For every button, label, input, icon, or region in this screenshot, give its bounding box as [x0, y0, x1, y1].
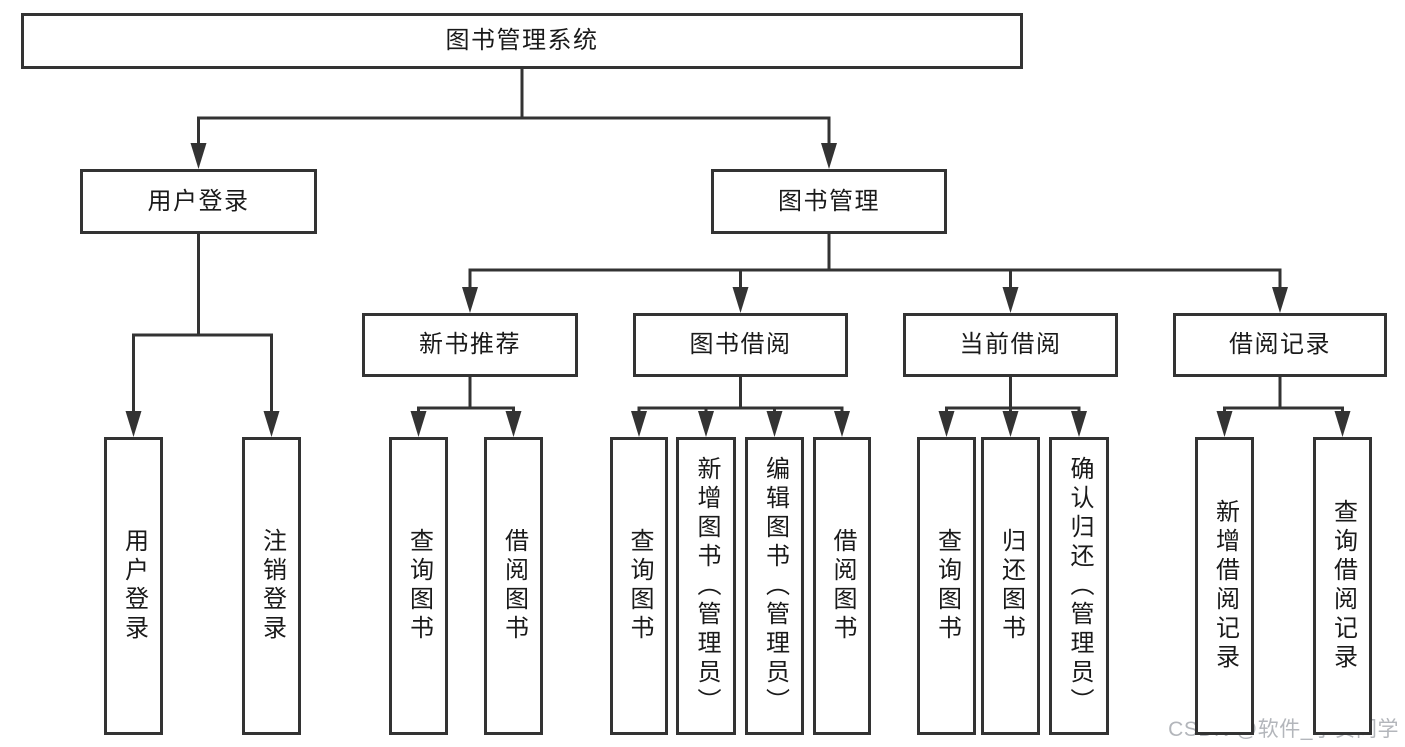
- arrowhead-icon: [505, 411, 522, 437]
- node-cb-return-book: 归还图书: [981, 437, 1040, 735]
- arrowhead-icon: [938, 411, 955, 437]
- node-label: 新书推荐: [419, 331, 521, 358]
- arrowhead-icon: [410, 411, 427, 437]
- node-label: 用户登录: [147, 187, 250, 215]
- node-label: 借阅图书: [500, 528, 528, 644]
- node-label: 借阅图书: [829, 528, 856, 644]
- node-label: 当前借阅: [959, 331, 1062, 358]
- node-label: 查询借阅记录: [1329, 499, 1357, 673]
- node-label: 注销登录: [258, 528, 286, 644]
- arrowhead-icon: [190, 143, 207, 169]
- arrowhead-icon: [1071, 411, 1087, 437]
- arrowhead-icon: [462, 287, 478, 313]
- node-label: 新增借阅记录: [1211, 499, 1239, 673]
- node-label: 用户登录: [120, 528, 148, 644]
- arrowhead-icon: [1216, 411, 1233, 437]
- arrowhead-icon: [263, 411, 280, 437]
- arrowhead-icon: [698, 411, 714, 437]
- arrowhead-icon: [766, 411, 783, 437]
- node-rec-borrow-book: 借阅图书: [484, 437, 543, 735]
- node-login: 用户登录: [104, 437, 163, 735]
- node-borrow-records: 借阅记录: [1173, 313, 1387, 377]
- node-label: 归还图书: [997, 528, 1025, 644]
- arrowhead-icon: [1002, 411, 1019, 437]
- node-label: 确认归还（管理员）: [1066, 455, 1093, 717]
- node-label: 图书借阅: [689, 331, 792, 358]
- node-book-borrow: 图书借阅: [633, 313, 848, 377]
- node-bb-add-book: 新增图书（管理员）: [676, 437, 736, 735]
- node-bb-query-book: 查询图书: [610, 437, 668, 735]
- arrowhead-icon: [821, 143, 837, 169]
- node-logout: 注销登录: [242, 437, 301, 735]
- node-root: 图书管理系统: [21, 13, 1023, 69]
- arrowhead-icon: [631, 411, 647, 437]
- node-label: 查询图书: [405, 528, 433, 644]
- node-cb-confirm-return: 确认归还（管理员）: [1049, 437, 1109, 735]
- arrowhead-icon: [125, 411, 142, 437]
- node-book-mgmt: 图书管理: [711, 169, 947, 234]
- node-bb-edit-book: 编辑图书（管理员）: [745, 437, 804, 735]
- node-cb-query-book: 查询图书: [917, 437, 976, 735]
- arrowhead-icon: [1272, 287, 1288, 313]
- arrowhead-icon: [1002, 287, 1019, 313]
- node-bb-borrow-book: 借阅图书: [813, 437, 871, 735]
- node-new-book-rec: 新书推荐: [362, 313, 578, 377]
- node-user-login: 用户登录: [80, 169, 317, 234]
- node-label: 查询图书: [933, 528, 961, 644]
- node-label: 编辑图书（管理员）: [761, 455, 789, 717]
- node-label: 新增图书（管理员）: [693, 455, 720, 717]
- node-label: 图书管理: [778, 187, 880, 215]
- node-label: 查询图书: [626, 528, 653, 644]
- node-br-query-record: 查询借阅记录: [1313, 437, 1372, 735]
- arrowhead-icon: [834, 411, 850, 437]
- node-rec-query-book: 查询图书: [389, 437, 448, 735]
- node-br-add-record: 新增借阅记录: [1195, 437, 1254, 735]
- node-label: 图书管理系统: [445, 27, 599, 54]
- node-label: 借阅记录: [1229, 331, 1331, 358]
- node-current-borrow: 当前借阅: [903, 313, 1118, 377]
- arrowhead-icon: [1334, 411, 1351, 437]
- arrowhead-icon: [732, 287, 749, 313]
